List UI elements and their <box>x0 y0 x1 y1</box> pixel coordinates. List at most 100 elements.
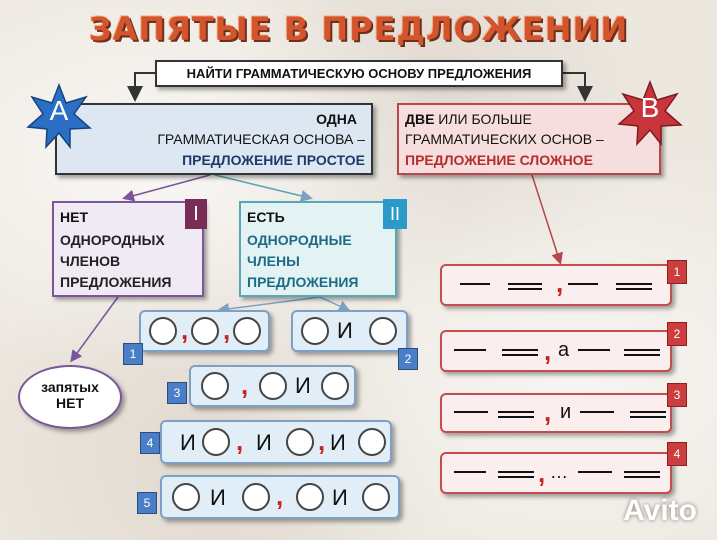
complex-pattern-4: , … <box>440 452 672 494</box>
box-ii-line1: ЕСТЬ <box>247 209 285 225</box>
star-b-label: В <box>640 92 660 123</box>
subject-line <box>568 283 598 285</box>
predicate-line <box>508 288 542 290</box>
box-ii-line3: ЧЛЕНЫ <box>247 253 300 269</box>
box-a-line2: ГРАММАТИЧЕСКАЯ ОСНОВА – <box>157 131 365 147</box>
subject-line <box>460 283 490 285</box>
subject-line <box>580 411 614 413</box>
pattern-number: 3 <box>667 383 687 407</box>
member-circle <box>369 317 397 345</box>
member-circle <box>233 317 261 345</box>
comma-mark: , <box>236 426 244 456</box>
comma-mark: , <box>241 370 249 400</box>
pattern-number: 4 <box>140 432 160 454</box>
subject-line <box>454 411 488 413</box>
pattern-number: 1 <box>667 260 687 284</box>
box-a-line1: ОДНА <box>316 111 357 127</box>
comma-mark: , <box>544 336 552 366</box>
member-circle <box>191 317 219 345</box>
conjunction-i: И <box>330 430 346 455</box>
box-b-line2: ГРАММАТИЧЕСКИХ ОСНОВ – <box>405 131 604 147</box>
predicate-line <box>616 288 652 290</box>
star-a-label: А <box>49 95 69 126</box>
pattern-number: 4 <box>667 442 687 466</box>
box-b-line1-bold: ДВЕ <box>405 111 435 127</box>
simple-pattern-5: И , И <box>160 475 400 519</box>
box-i-line1: НЕТ <box>60 209 88 225</box>
predicate-line <box>498 471 534 473</box>
box-i-line2: ОДНОРОДНЫХ <box>60 232 165 248</box>
member-circle <box>286 428 314 456</box>
simple-pattern-1: , , <box>139 310 270 352</box>
simple-pattern-2: И <box>291 310 408 352</box>
box-b-line1-rest: ИЛИ БОЛЬШЕ <box>434 111 532 127</box>
box-i-line3: ЧЛЕНОВ <box>60 253 121 269</box>
pattern-number: 1 <box>123 343 143 365</box>
predicate-line <box>498 476 534 478</box>
member-circle <box>202 428 230 456</box>
conjunction-i: И <box>337 318 353 343</box>
conjunction-i: И <box>210 485 226 510</box>
comma-mark: , <box>318 426 326 456</box>
pattern-number: 3 <box>167 382 187 404</box>
conjunction-i: И <box>180 430 196 455</box>
member-circle <box>201 372 229 400</box>
conjunction-i: и <box>560 401 572 423</box>
avito-watermark: Avito <box>623 494 697 527</box>
member-circle <box>296 483 324 511</box>
predicate-line <box>498 411 534 413</box>
box-ii-line2: ОДНОРОДНЫЕ <box>247 232 352 248</box>
star-a-icon <box>26 83 92 149</box>
pattern-number: 2 <box>667 322 687 346</box>
simple-pattern-4: И , И , И <box>160 420 392 464</box>
member-circle <box>321 372 349 400</box>
comma-mark: , <box>181 315 189 345</box>
predicate-line <box>508 283 542 285</box>
predicate-line <box>502 354 538 356</box>
predicate-line <box>624 349 660 351</box>
predicate-line <box>624 471 660 473</box>
subject-line <box>454 349 486 351</box>
box-ii-line4: ПРЕДЛОЖЕНИЯ <box>247 274 359 290</box>
no-commas-line1: запятых <box>41 379 99 395</box>
predicate-line <box>498 416 534 418</box>
comma-mark: , <box>276 481 284 511</box>
member-circle <box>259 372 287 400</box>
comma-mark: , <box>538 458 546 488</box>
complex-pattern-1: , <box>440 264 672 306</box>
simple-pattern-3: , И <box>189 365 356 407</box>
member-circle <box>242 483 270 511</box>
member-circle <box>358 428 386 456</box>
homogeneous-box: ЕСТЬ ОДНОРОДНЫЕ ЧЛЕНЫ ПРЕДЛОЖЕНИЯ <box>239 201 397 297</box>
box-b-line3: ПРЕДЛОЖЕНИЕ СЛОЖНОЕ <box>405 152 593 168</box>
box-i-line4: ПРЕДЛОЖЕНИЯ <box>60 274 172 290</box>
subject-line <box>454 471 486 473</box>
no-homogeneous-box: НЕТ ОДНОРОДНЫХ ЧЛЕНОВ ПРЕДЛОЖЕНИЯ <box>52 201 204 297</box>
no-commas-line2: НЕТ <box>56 395 84 411</box>
conjunction-i: И <box>256 430 272 455</box>
conjunction-i: И <box>295 373 311 398</box>
complex-pattern-2: , а <box>440 330 672 372</box>
predicate-line <box>630 411 666 413</box>
comma-mark: , <box>544 397 552 427</box>
star-b-icon <box>617 80 683 146</box>
pattern-number: 5 <box>137 492 157 514</box>
subject-line <box>578 471 612 473</box>
no-commas-ellipse: запятых НЕТ <box>18 365 122 429</box>
complex-sentence-box: ДВЕ ИЛИ БОЛЬШЕ ГРАММАТИЧЕСКИХ ОСНОВ – ПР… <box>397 103 661 175</box>
complex-pattern-3: , и <box>440 393 672 433</box>
ellipsis-text: … <box>550 462 568 482</box>
page-title: ЗАПЯТЫЕ В ПРЕДЛОЖЕНИИ <box>88 10 629 48</box>
roman-ii-badge: II <box>383 199 407 229</box>
subject-line <box>578 349 610 351</box>
conjunction-a: а <box>558 339 570 361</box>
predicate-line <box>624 354 660 356</box>
member-circle <box>362 483 390 511</box>
pattern-number: 2 <box>398 348 418 370</box>
comma-mark: , <box>556 268 564 298</box>
member-circle <box>172 483 200 511</box>
predicate-line <box>502 349 538 351</box>
simple-sentence-box: ОДНА ГРАММАТИЧЕСКАЯ ОСНОВА – ПРЕДЛОЖЕНИЕ… <box>55 103 373 175</box>
member-circle <box>301 317 329 345</box>
